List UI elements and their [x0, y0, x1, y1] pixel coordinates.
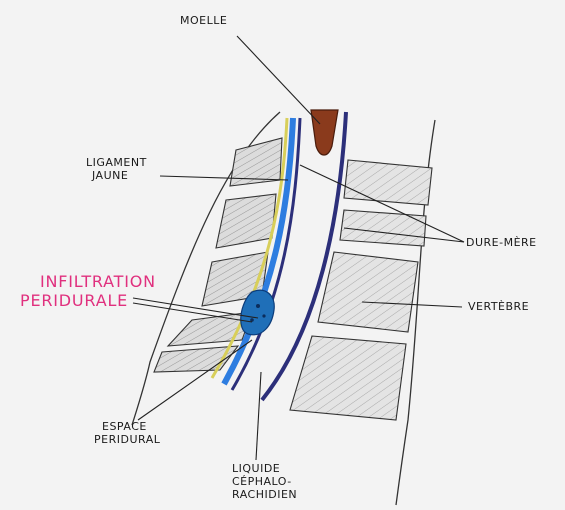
label-lcr-line2: CÉPHALO-: [232, 475, 297, 488]
label-infiltration-peridurale: INFILTRATION PERIDURALE: [20, 272, 156, 310]
label-espace-line2: PERIDURAL: [94, 433, 160, 446]
posterior-laminae: [154, 138, 282, 372]
label-infiltration-line1: INFILTRATION: [20, 272, 156, 291]
spinal-cord: [311, 110, 338, 155]
moelle-leader: [237, 36, 320, 124]
label-ligament-jaune: LIGAMENT JAUNE: [86, 156, 147, 182]
label-lcr-line1: LIQUIDE: [232, 462, 297, 475]
label-dure-mere: DURE-MÈRE: [466, 236, 537, 249]
label-espace-line1: ESPACE: [94, 420, 160, 433]
label-vertebre: VERTÈBRE: [468, 300, 529, 313]
label-ligament-line2: JAUNE: [86, 169, 147, 182]
lcr-leader: [256, 372, 261, 460]
label-liquide-cephalo-rachidien: LIQUIDE CÉPHALO- RACHIDIEN: [232, 462, 297, 501]
label-espace-peridural: ESPACE PERIDURAL: [94, 420, 160, 446]
label-infiltration-line2: PERIDURALE: [20, 291, 156, 310]
label-ligament-line1: LIGAMENT: [86, 156, 147, 169]
label-moelle: MOELLE: [180, 14, 227, 27]
vertebral-bodies: [290, 160, 432, 420]
label-lcr-line3: RACHIDIEN: [232, 488, 297, 501]
